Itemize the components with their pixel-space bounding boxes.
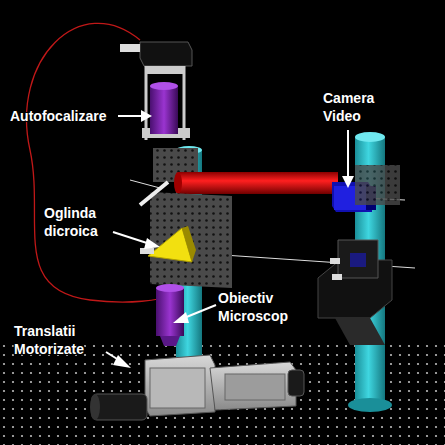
part-label: Autofocalizare xyxy=(10,107,106,125)
part-label: Translatii Motorizate xyxy=(14,322,109,358)
part-label: Obiectiv Microscop xyxy=(218,289,313,325)
part-label: Oglinda dicroica xyxy=(44,204,116,240)
part-label: Camera Video xyxy=(323,89,393,125)
